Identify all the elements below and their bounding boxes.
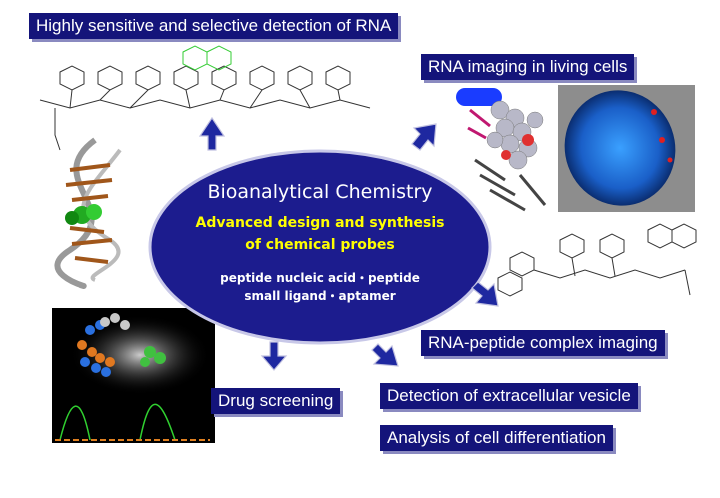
molecular-model-image <box>456 88 547 212</box>
title-box: Highly sensitive and selective detection… <box>29 13 399 39</box>
rna-peptide-complex-box: RNA-peptide complex imaging <box>421 330 665 356</box>
dna-helix-image <box>54 137 122 289</box>
extracellular-vesicle-box: Detection of extracellular vesicle <box>380 383 638 409</box>
simulation-image <box>52 308 215 443</box>
arrow-up-right <box>411 123 437 151</box>
center-items-line2: small ligand・aptamer <box>244 289 396 303</box>
pna-structure-image <box>39 45 371 151</box>
peptide-probe-structure-image <box>497 223 697 297</box>
rna-imaging-box: RNA imaging in living cells <box>421 54 635 80</box>
arrow-down-center <box>260 341 288 371</box>
center-items-line1: peptide nucleic acid・peptide <box>220 271 420 285</box>
center-text-group: Bioanalytical Chemistry Advanced design … <box>150 151 490 343</box>
drug-screening-box: Drug screening <box>211 388 341 414</box>
center-title: Bioanalytical Chemistry <box>207 181 433 203</box>
living-cell-image <box>558 85 695 212</box>
center-subtitle-line1: Advanced design and synthesis <box>195 215 445 231</box>
arrow-up-left <box>198 116 226 151</box>
center-ellipse <box>148 149 492 345</box>
arrow-down-right <box>471 281 499 307</box>
center-subtitle-line2: of chemical probes <box>245 237 395 253</box>
arrow-down-right-2 <box>371 343 399 367</box>
cell-differentiation-box: Analysis of cell differentiation <box>380 425 613 451</box>
